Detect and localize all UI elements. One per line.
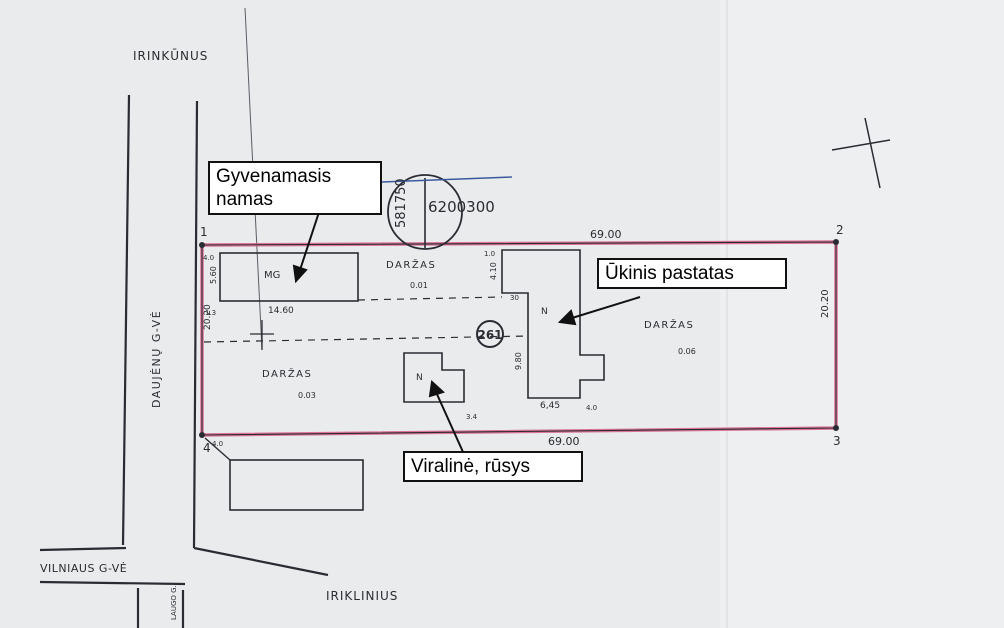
outside-offset: 4.0	[212, 440, 223, 448]
house-offset-bottom: 1.3	[205, 309, 216, 317]
corner-points	[199, 239, 839, 438]
area-top-label: DARŽAS	[386, 258, 436, 271]
street-bottom-left: VILNIAUS G-VĖ	[40, 562, 127, 575]
farm-offset-top: 4.10	[489, 262, 498, 280]
grid-stamp-horizontal	[381, 176, 513, 183]
corner-4: 4	[203, 441, 211, 455]
cellar-code: N	[416, 373, 423, 383]
parcel-number-circle	[476, 320, 504, 348]
dim-top: 69.00	[590, 228, 622, 241]
cross-mark	[250, 320, 274, 350]
area-top-value: 0.01	[410, 281, 428, 290]
street-vertical: DAUJĖNŲ G-VĖ	[150, 310, 163, 408]
paper-fold-shade	[720, 0, 1004, 628]
house-building	[219, 252, 359, 302]
street-small-vertical: LAUGO G.	[170, 585, 178, 620]
label-gyvenamasis-namas: Gyvenamasis namas	[208, 161, 382, 215]
label-ukinis-pastatas: Ūkinis pastatas	[597, 258, 787, 289]
farm-height: 9.80	[514, 352, 523, 370]
house-code: MG	[264, 270, 280, 281]
cellar-building	[403, 352, 465, 403]
corner-2: 2	[836, 223, 844, 237]
area-right-value: 0.06	[678, 347, 696, 356]
outside-building-arrow	[204, 437, 231, 461]
dim-bottom: 69.00	[548, 435, 580, 448]
dim-left: 20.20	[203, 304, 213, 330]
cellar-offset: 3.4	[466, 413, 478, 421]
grid-stamp-vertical-number: 581750	[394, 178, 409, 228]
farm-width: 6,45	[540, 401, 560, 411]
garden-divisions	[203, 296, 529, 343]
corner-3: 3	[833, 434, 841, 448]
street-bottom: IRIKLINIUS	[326, 589, 398, 603]
farm-offset-step: 30	[510, 294, 519, 302]
grid-stamp-circle	[387, 174, 463, 250]
farm-code: N	[541, 307, 548, 317]
parcel-number: 261	[477, 328, 502, 342]
area-left-label: DARŽAS	[262, 367, 312, 380]
farm-building	[501, 249, 605, 399]
area-left-value: 0.03	[298, 391, 316, 400]
grid-cross-mark	[831, 117, 891, 189]
dim-right: 20.20	[820, 289, 831, 318]
grid-stamp-horizontal-number: 6200300	[428, 198, 495, 216]
outside-building	[229, 459, 364, 511]
area-right-label: DARŽAS	[644, 318, 694, 331]
street-top: IRINKŪNUS	[133, 49, 208, 63]
farm-offset-side: 1.0	[484, 250, 495, 258]
label-viraline-rusys: Viralinė, rūsys	[403, 451, 583, 482]
house-length: 14.60	[268, 306, 294, 316]
roads	[39, 94, 329, 628]
house-width: 5.60	[209, 266, 218, 284]
farm-offset-bottom: 4.0	[586, 404, 597, 412]
corner-1: 1	[200, 225, 208, 239]
house-offset-left: 4.0	[203, 254, 214, 262]
